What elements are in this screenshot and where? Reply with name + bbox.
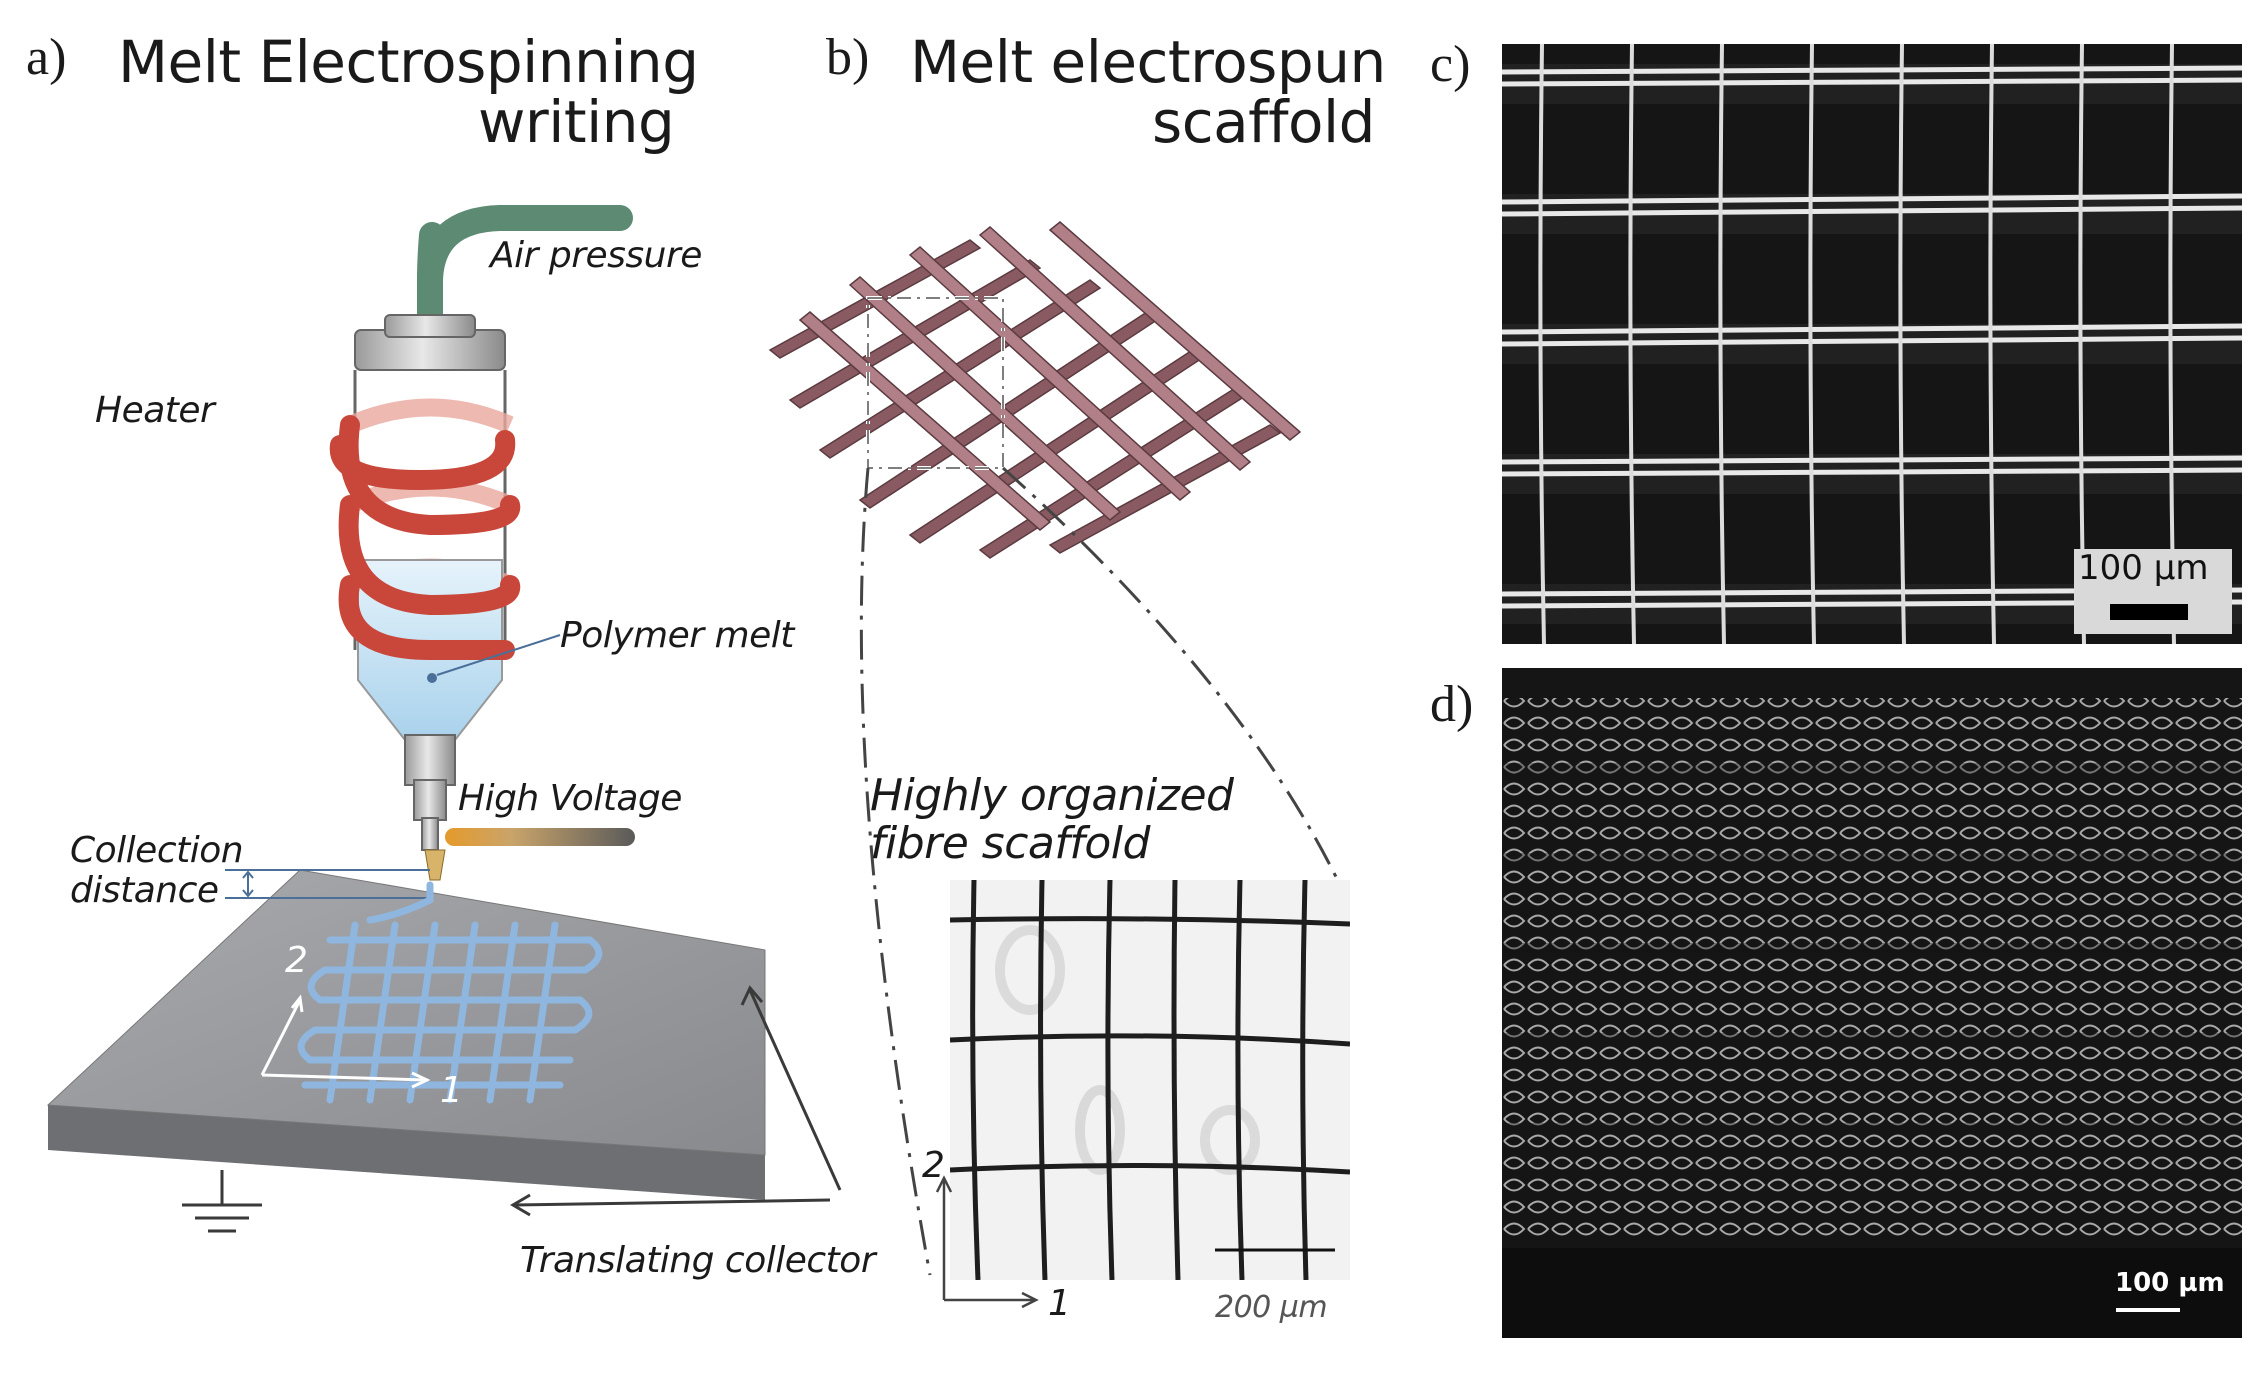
syringe-cap	[354, 314, 506, 371]
panel-a-title-line2: writing	[478, 88, 675, 156]
air-pressure-tube	[417, 205, 633, 358]
inset-axis-1-label: 1	[1048, 1283, 1071, 1324]
ground-symbol	[182, 1170, 262, 1233]
panel-a-letter: a)	[26, 29, 67, 86]
zoom-connector-lines	[859, 466, 1342, 1276]
translating-collector-arrows	[510, 985, 842, 1217]
panel-a-title-line1: Melt Electrospinning	[118, 28, 699, 96]
label-axis-2-plate: 2	[285, 940, 308, 981]
label-high-voltage: High Voltage	[458, 778, 682, 819]
heater-arms	[89, 434, 371, 671]
inset-scale-bar-label: 200 µm	[1215, 1290, 1328, 1325]
label-collection-distance-2: distance	[70, 870, 219, 911]
sem-image-dense-loops	[1502, 668, 2242, 1338]
panel-b-title-line1: Melt electrospun	[910, 28, 1386, 96]
heater-coil-front	[329, 415, 521, 660]
panel-b-letter: b)	[826, 29, 870, 86]
plate-axes	[260, 994, 431, 1089]
translating-collector-plate	[46, 869, 766, 1200]
panel-c-letter: c)	[1430, 36, 1471, 93]
label-polymer-melt: Polymer melt	[560, 615, 794, 656]
inset-axis-2-label: 2	[922, 1145, 945, 1186]
sem-image-square-mesh	[1502, 44, 2242, 644]
collection-distance-indicator	[225, 869, 430, 899]
high-voltage-electrode	[424, 828, 635, 881]
electrospinning-apparatus-illustration	[46, 205, 842, 1233]
label-translating-collector: Translating collector	[520, 1240, 876, 1281]
label-axis-1-plate: 1	[440, 1070, 463, 1111]
inset-caption-line1: Highly organized	[870, 770, 1234, 821]
optical-micrograph-inset	[950, 880, 1350, 1280]
label-collection-distance-1: Collection	[70, 830, 244, 871]
inset-axes	[935, 1175, 1039, 1309]
deposited-fibre-mesh	[297, 881, 603, 1104]
inset-caption-line2: fibre scaffold	[870, 818, 1150, 869]
label-air-pressure: Air pressure	[490, 235, 702, 276]
panel-d-scale-bar-label: 100 µm	[2115, 1268, 2225, 1298]
scaffold-3d-illustration	[768, 221, 1302, 559]
panel-c-scale-bar-label: 100 µm	[2078, 548, 2209, 588]
panel-b-title-line2: scaffold	[1152, 88, 1375, 156]
label-heater: Heater	[95, 390, 215, 431]
panel-d-letter: d)	[1430, 676, 1474, 733]
